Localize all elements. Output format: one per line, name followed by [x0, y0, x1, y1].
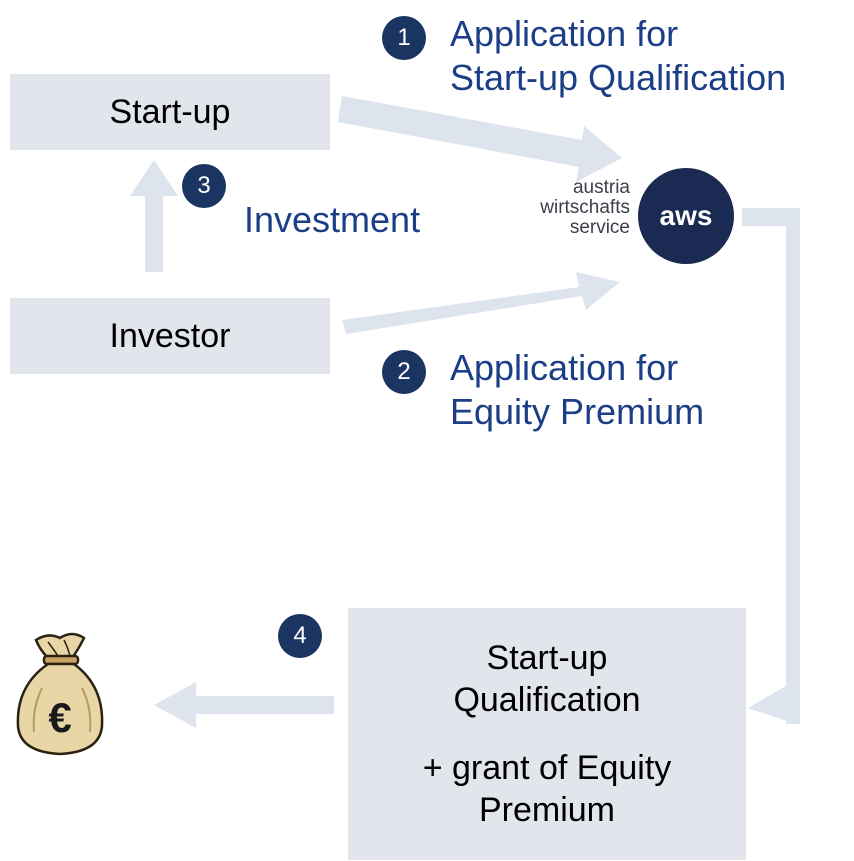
step-3-line-1: Investment: [244, 199, 421, 240]
arrow-qualification-to-money: [154, 682, 334, 728]
qualification-box: Start-up Qualification + grant of Equity…: [348, 608, 746, 860]
qualification-line-1: Start-up: [486, 639, 608, 677]
qualification-line-3: + grant of Equity: [422, 749, 672, 787]
aws-logo-line-3: service: [569, 217, 630, 238]
investor-label: Investor: [109, 316, 231, 355]
step-4-badge: 4: [278, 614, 322, 658]
startup-box: Start-up: [10, 74, 330, 150]
qualification-line-4: Premium: [478, 791, 616, 829]
money-bag-symbol: €: [48, 694, 71, 741]
step-2-badge: 2: [382, 350, 426, 394]
step-1-number: 1: [397, 24, 411, 51]
aws-logo-line-1: austria: [572, 177, 630, 198]
step-3-number: 3: [197, 172, 211, 199]
aws-logo-mark-text: aws: [659, 200, 713, 231]
arrow-investor-to-aws: [342, 272, 620, 334]
arrow-investor-to-startup: [130, 160, 178, 272]
startup-label: Start-up: [109, 92, 231, 131]
arrow-startup-to-aws: [338, 96, 622, 182]
arrow-aws-to-qualification: [742, 208, 800, 724]
step-1-label: Application for Start-up Qualification: [450, 12, 786, 100]
step-1-line-1: Application for: [450, 13, 679, 54]
arrow-aws-to-qualification-head: [748, 680, 796, 724]
step-1-badge: 1: [382, 16, 426, 60]
step-3-badge: 3: [182, 164, 226, 208]
step-2-line-1: Application for: [450, 347, 679, 388]
step-3-label: Investment: [244, 198, 420, 242]
step-2-line-2: Equity Premium: [450, 391, 705, 432]
step-2-number: 2: [397, 358, 411, 385]
money-bag-icon: €: [16, 632, 104, 756]
aws-logo-text: austria wirtschafts service: [484, 178, 630, 238]
aws-logo-line-2: wirtschafts: [540, 197, 630, 218]
step-1-line-2: Start-up Qualification: [450, 57, 787, 98]
step-2-label: Application for Equity Premium: [450, 346, 704, 434]
investor-box: Investor: [10, 298, 330, 374]
step-4-number: 4: [293, 622, 307, 649]
qualification-line-2: Qualification: [453, 681, 641, 719]
aws-logo-mark: aws: [638, 168, 734, 264]
